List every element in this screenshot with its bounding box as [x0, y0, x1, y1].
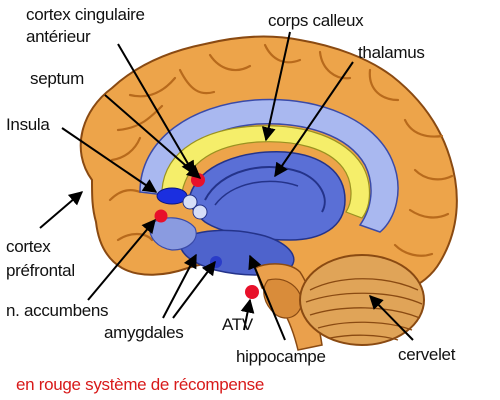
label-cortex-prefrontal-line2: préfrontal — [6, 261, 75, 280]
label-cervelet: cervelet — [398, 345, 456, 364]
caption-reward-system: en rouge système de récompense — [16, 375, 265, 394]
label-cortex-cingulaire-line2: antérieur — [26, 27, 91, 46]
fornix — [204, 166, 326, 213]
label-amygdales: amygdales — [104, 323, 184, 342]
septum-structure — [156, 187, 188, 205]
cerebellum — [299, 254, 425, 346]
gyri-lines — [108, 43, 454, 257]
label-cortex-cingulaire-line1: cortex cingulaire — [26, 5, 145, 24]
label-thalamus: thalamus — [358, 43, 425, 62]
corpus-callosum — [161, 125, 371, 219]
label-corps-calleux: corps calleux — [268, 11, 364, 30]
label-atv: ATV — [222, 315, 253, 334]
reward-dot-atv — [245, 285, 259, 299]
cerebellum-folia — [305, 278, 423, 341]
pons — [263, 278, 303, 319]
cingulate-gyrus — [139, 98, 399, 233]
label-n-accumbens: n. accumbens — [6, 301, 109, 320]
reward-dot-accumbens — [154, 209, 168, 223]
label-hippocampe: hippocampe — [236, 347, 326, 366]
medial-temporal — [149, 217, 197, 251]
label-cortex-prefrontal-line1: cortex — [6, 237, 51, 256]
label-insula: Insula — [6, 115, 50, 134]
pointer-lines — [39, 31, 414, 341]
label-septum: septum — [30, 69, 84, 88]
